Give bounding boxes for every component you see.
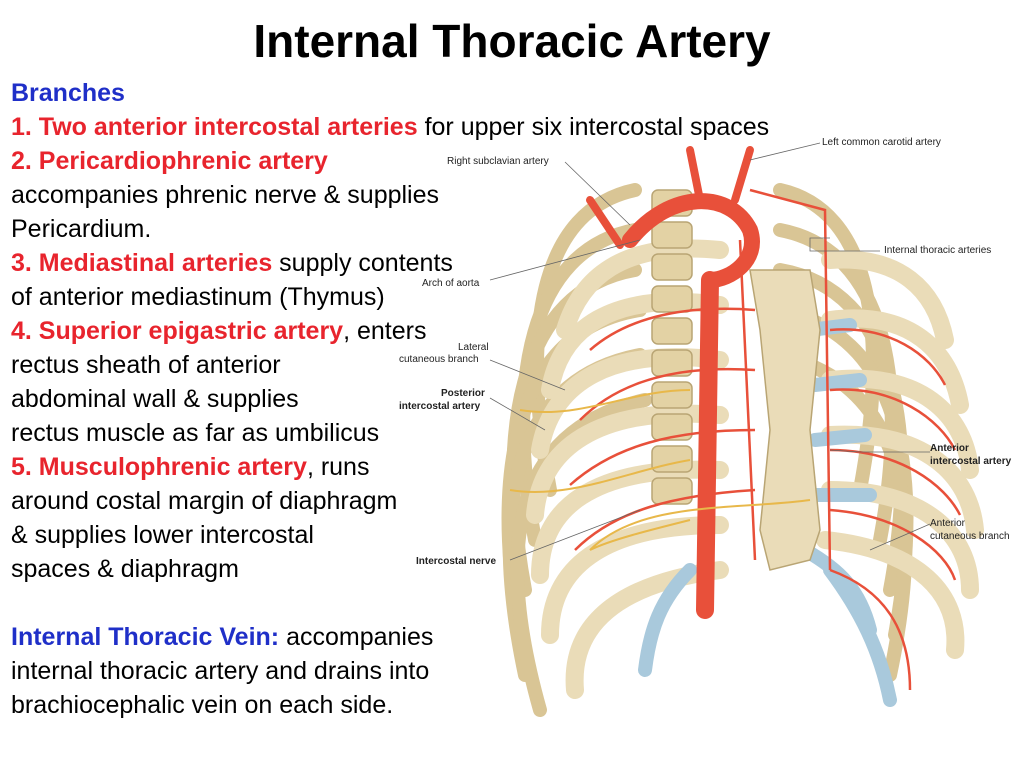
label-anterior-intercostal-1: Anterior [930,443,969,454]
branch-5-line2: around costal margin of diaphragm [11,487,398,515]
label-anterior-cutaneous-2: cutaneous branch [930,531,1010,542]
branch-3-desc: supply contents [272,249,453,277]
label-internal-thoracic: Internal thoracic arteries [884,245,992,256]
branch-2-line3: Pericardium. [11,215,152,243]
rib-cage-illustration [489,142,984,717]
branch-5-line3: & supplies lower intercostal [11,521,314,549]
vein-line3: brachiocephalic vein on each side. [11,691,394,719]
label-anterior-cutaneous-1: Anterior [930,518,966,529]
branch-5-desc: , runs [306,453,370,481]
branch-2-name: 2. Pericardiophrenic artery [11,147,328,175]
page-title: Internal Thoracic Artery [253,15,771,67]
label-right-subclavian: Right subclavian artery [447,156,549,167]
branch-3-name: 3. Mediastinal arteries [11,249,273,277]
branch-4-line3: abdominal wall & supplies [11,385,299,413]
branch-1-desc: for upper six intercostal spaces [417,113,770,141]
branch-1-name: 1. Two anterior intercostal arteries [11,113,418,141]
vein-name: Internal Thoracic Vein: [11,623,280,651]
branches-text: Branches 1. Two anterior intercostal art… [11,76,769,722]
branch-4-line2: rectus sheath of anterior [11,351,281,379]
branch-4-desc: , enters [343,317,427,345]
label-posterior-1: Posterior [441,388,485,399]
label-lateral-2: cutaneous branch [399,354,479,365]
label-left-common-carotid: Left common carotid artery [822,137,941,148]
branch-4-line4: rectus muscle as far as umbilicus [11,419,380,447]
branch-2-line2: accompanies phrenic nerve & supplies [11,181,440,209]
vein-desc: accompanies [279,623,434,651]
branch-3-line2: of anterior mediastinum (Thymus) [11,283,385,311]
vein-line2: internal thoracic artery and drains into [11,657,430,685]
branches-heading: Branches [11,79,125,107]
label-posterior-2: intercostal artery [399,401,481,412]
label-intercostal-nerve: Intercostal nerve [416,556,497,567]
label-anterior-intercostal-2: intercostal artery [930,456,1012,467]
label-lateral-1: Lateral [458,342,489,353]
branch-5-name: 5. Musculophrenic artery [11,453,307,481]
spacer [11,586,571,620]
branch-4-name: 4. Superior epigastric artery [11,317,344,345]
label-arch-of-aorta: Arch of aorta [422,278,480,289]
branch-5-line4: spaces & diaphragm [11,555,239,583]
